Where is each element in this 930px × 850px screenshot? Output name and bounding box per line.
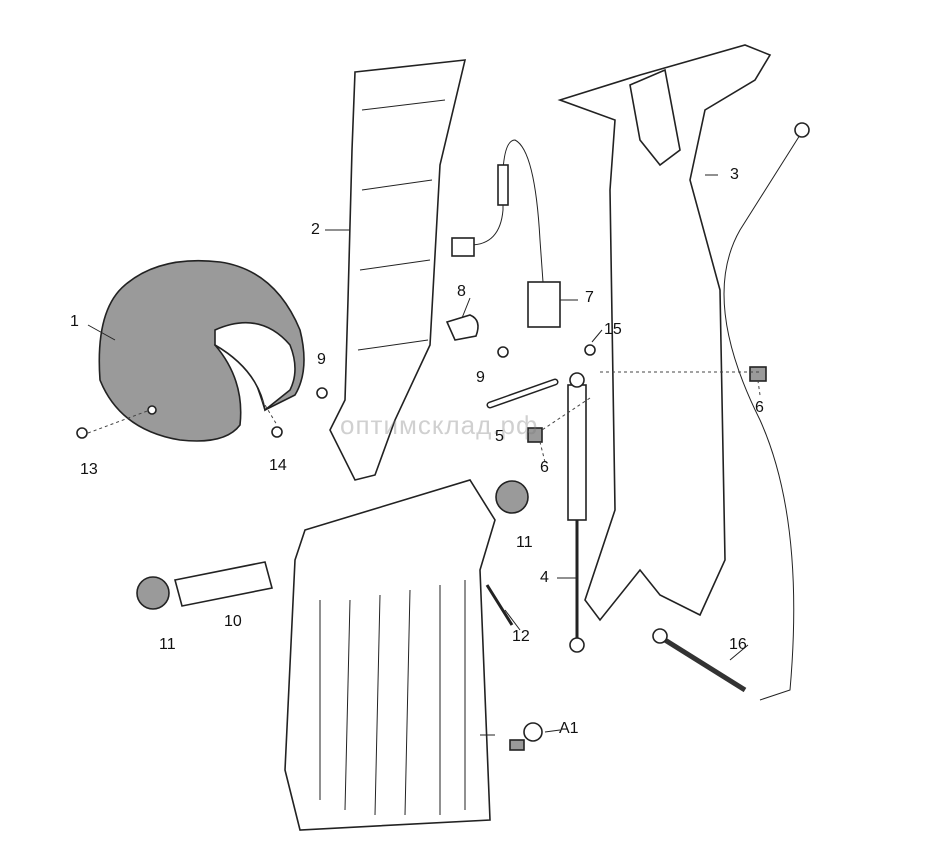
callout-1: 1	[70, 313, 79, 330]
part-6-bushing	[749, 366, 767, 382]
part-3-slot	[629, 68, 681, 167]
part-7-cable	[469, 139, 544, 283]
callout-10: 10	[224, 613, 242, 630]
callout-9: 9	[317, 351, 326, 368]
part-2-ribs	[357, 99, 446, 351]
callout-4: 4	[540, 569, 549, 586]
part-3-bracket	[557, 44, 772, 622]
callout-7: 7	[585, 289, 594, 306]
part-1-hole	[147, 405, 157, 415]
part-1-cover-inner	[214, 322, 296, 412]
callout-9: 9	[476, 369, 485, 386]
callout-14: 14	[269, 457, 287, 474]
callout-2: 2	[311, 221, 320, 238]
callout-3: 3	[730, 166, 739, 183]
callout-11: 11	[516, 534, 533, 551]
part-15-screw	[584, 344, 596, 356]
callout-12: 12	[512, 628, 530, 645]
callout-8: 8	[457, 283, 466, 300]
part-16-cable	[723, 134, 801, 701]
motor-housing	[284, 479, 496, 831]
part-1-cover	[98, 259, 305, 442]
part-6-bushing	[527, 427, 543, 443]
part-14-nut	[271, 426, 283, 438]
part-9-screw	[316, 387, 328, 399]
part-9-screw	[497, 346, 509, 358]
callout-5: 5	[495, 428, 504, 445]
part-11-bushing	[136, 576, 170, 610]
part-8-clip	[445, 314, 479, 341]
part-10-roller	[174, 561, 273, 607]
part-16-ground-cable	[663, 637, 747, 693]
part-A1-terminal	[509, 739, 525, 751]
part-12-pin	[485, 584, 514, 626]
callout-16: 16	[729, 636, 747, 653]
callout-6: 6	[540, 459, 549, 476]
callout-A1: A1	[559, 720, 579, 737]
watermark: оптимсклад.рф	[340, 410, 539, 440]
part-4-strut-end	[569, 637, 585, 653]
part-7-switch	[527, 281, 561, 328]
part-2-frame	[329, 59, 467, 481]
callout-15: 15	[604, 321, 622, 338]
part-A1-ring	[523, 722, 543, 742]
callout-11: 11	[159, 636, 176, 653]
part-13-screw	[76, 427, 88, 439]
part-4-strut-body	[567, 384, 587, 521]
callout-6: 6	[755, 399, 764, 416]
callout-13: 13	[80, 461, 98, 478]
part-11-bushing	[495, 480, 529, 514]
